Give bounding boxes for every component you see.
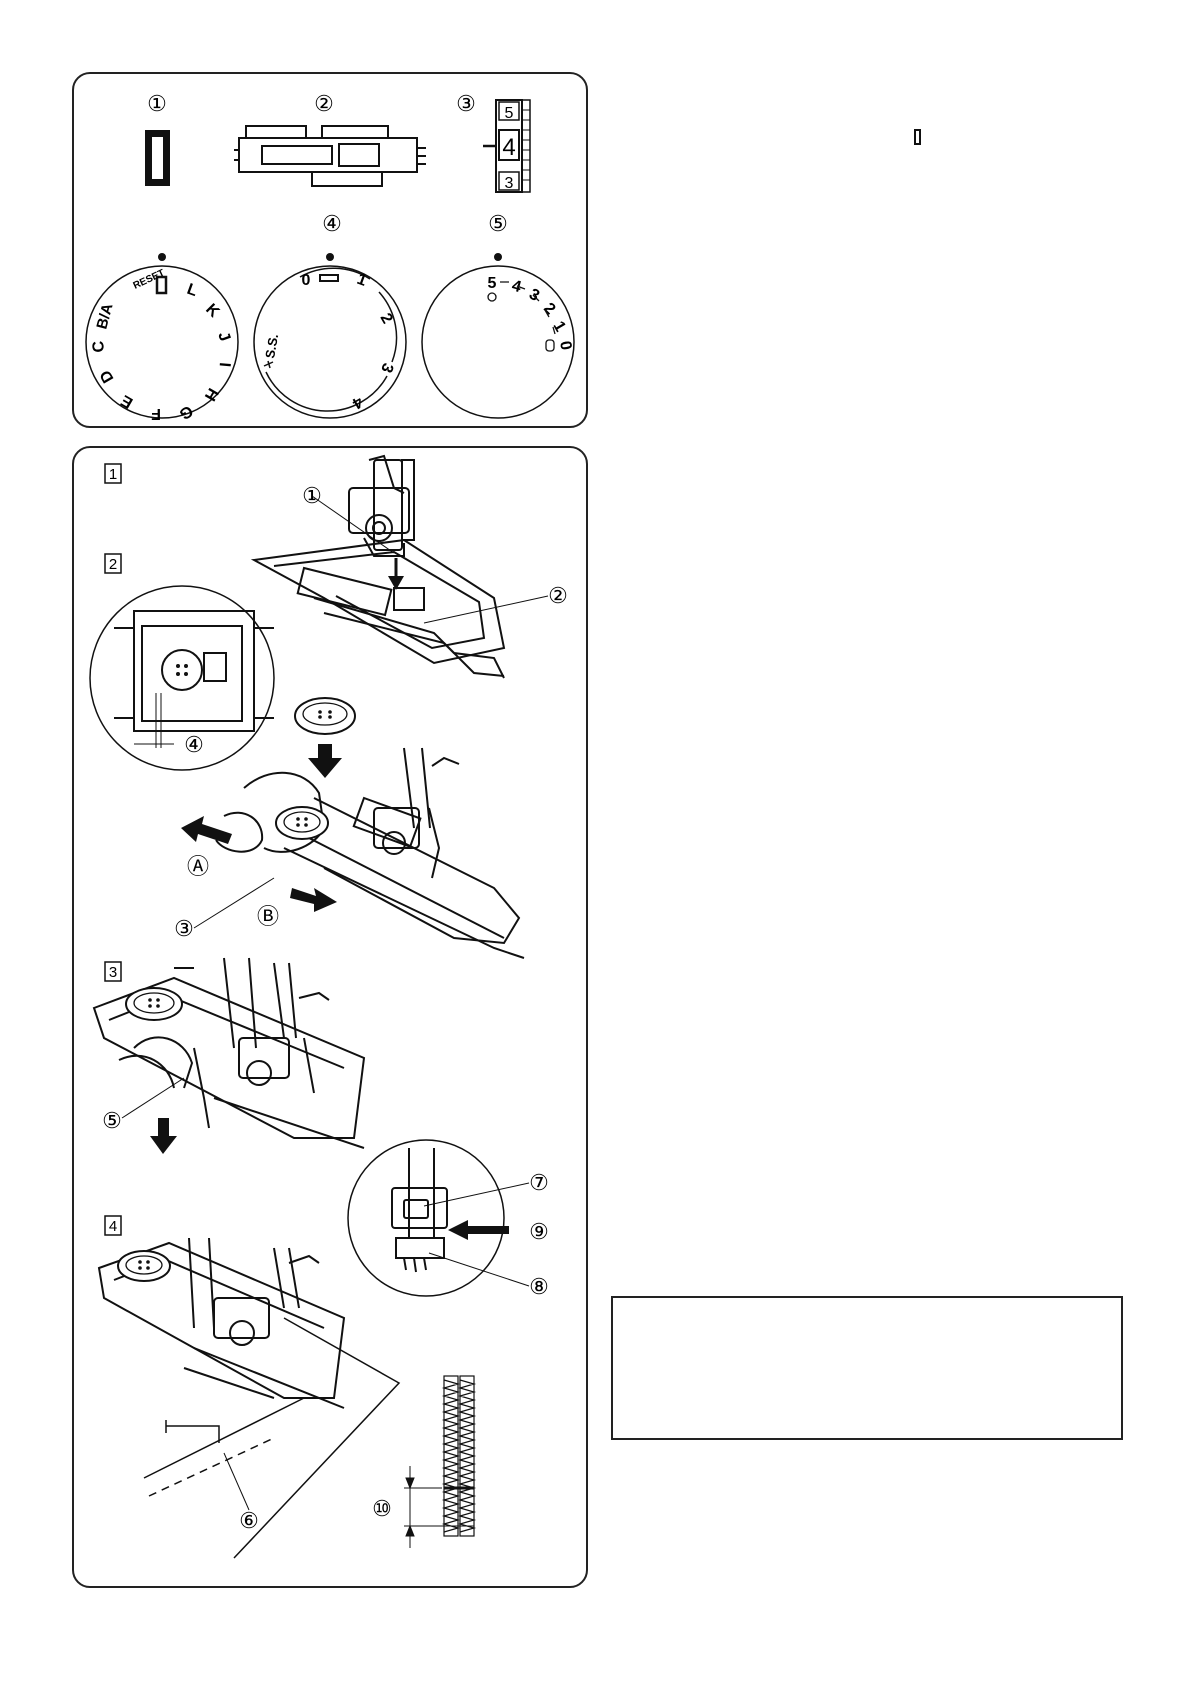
dial-letter-h: H — [201, 385, 222, 404]
length-label-0: 0 — [556, 340, 574, 352]
finished-buttonhole-stitch-icon — [441, 1375, 477, 1537]
callout-main-8: ⑧ — [529, 1274, 549, 1299]
insert-arrow-icon — [308, 758, 342, 778]
buttonhole-setting-icon — [155, 275, 168, 295]
width-label-2: 2 — [377, 311, 396, 327]
step-marker-1: 1 — [104, 463, 122, 484]
presser-foot-holder-drawing — [348, 454, 415, 557]
lowering-lever-drawing — [92, 957, 366, 1149]
button-step3-drawing — [125, 987, 183, 1021]
button-drawing — [294, 697, 356, 735]
dial-letter-k: K — [202, 301, 223, 322]
detail-left-arrow-icon — [448, 1220, 468, 1240]
lever-magnified-view — [347, 1139, 505, 1297]
svg-text:3: 3 — [109, 964, 117, 981]
callout-main-2: ② — [548, 583, 568, 608]
callout-5: ⑤ — [488, 211, 508, 236]
steps-illustration: 1 2 3 4 — [89, 454, 568, 1559]
callout-main-1: ① — [302, 483, 322, 508]
steps-illustration-panel: 1 2 3 4 — [72, 446, 588, 1588]
stitch-length-dial: 5 4 3 2 1 0 — [421, 253, 575, 419]
width-label-1: 1 — [355, 271, 369, 290]
svg-text:1: 1 — [109, 466, 117, 483]
insert-arrow-shaft — [318, 744, 332, 760]
svg-text:4: 4 — [109, 1218, 117, 1235]
settings-illustration-panel: ① ② ③ ④ ⑤ — [72, 72, 588, 428]
dial-letter-ba: B/A — [93, 302, 116, 332]
button-in-holder-drawing — [275, 806, 329, 840]
callout-1: ① — [147, 91, 167, 116]
pattern-selector-dial: RESET L K J I H G F E D C B/A — [85, 253, 239, 423]
hand-adjusting-holder-drawing — [215, 747, 525, 959]
length-label-4: 4 — [510, 277, 523, 296]
callout-main-3: ③ — [174, 916, 194, 941]
stitch-scale-icon: 5 4 3 — [483, 99, 531, 193]
settings-illustration: ① ② ③ ④ ⑤ — [85, 91, 575, 423]
step-marker-2: 2 — [104, 553, 122, 574]
length-label-5: 5 — [488, 275, 497, 292]
dial-letter-c: C — [90, 340, 108, 353]
lever-down-arrow-icon — [150, 1136, 177, 1154]
scale-number-bottom: 3 — [505, 175, 514, 192]
dial-letter-f: F — [151, 405, 161, 422]
callout-main-4: ④ — [184, 732, 204, 757]
callout-main-7: ⑦ — [529, 1170, 549, 1195]
width-label-4: 4 — [349, 393, 365, 412]
fabric-drawing — [143, 1317, 401, 1559]
note-box — [611, 1296, 1123, 1440]
stitch-width-dial: 0 1 2 3 4 S.S. — [253, 253, 407, 419]
width-label-0: 0 — [302, 272, 311, 289]
callout-2: ② — [314, 91, 334, 116]
callout-4: ④ — [322, 211, 342, 236]
down-arrow-icon — [388, 576, 404, 590]
callout-main-9: ⑨ — [529, 1219, 549, 1244]
button-holder-magnified-view — [89, 585, 275, 771]
step-marker-3: 3 — [104, 961, 122, 982]
ss-label: S.S. — [262, 333, 281, 360]
width-label-3: 3 — [377, 361, 396, 375]
detail-arrow-shaft — [464, 1226, 509, 1234]
dial-letter-j: J — [214, 330, 233, 344]
dial-letter-i: I — [216, 362, 233, 368]
button-step4-drawing — [117, 1250, 171, 1282]
scale-number-top: 5 — [505, 105, 514, 122]
length-label-2: 2 — [540, 300, 558, 318]
length-label-1: 1 — [550, 319, 569, 335]
label-b: Ⓑ — [257, 904, 279, 929]
buttonhole-foot-icon — [234, 125, 426, 187]
callout-main-5: ⑤ — [102, 1108, 122, 1133]
label-a: Ⓐ — [187, 854, 209, 879]
callout-main-10: ⑩ — [372, 1496, 392, 1521]
callout-main-6: ⑥ — [239, 1508, 259, 1533]
buttonhole-foot-drawing — [250, 538, 506, 679]
dial-letter-d: D — [97, 367, 118, 386]
direction-arrow-a-icon — [181, 816, 232, 844]
buttonhole-symbol-icon — [914, 129, 921, 145]
length-dimension-marker — [404, 1466, 474, 1548]
dial-letter-e: E — [118, 391, 136, 411]
reset-label: RESET — [132, 268, 167, 292]
dial-letter-g: G — [176, 402, 195, 423]
callout-3: ③ — [456, 91, 476, 116]
direction-arrow-b-icon — [290, 888, 337, 912]
dial-letter-l: L — [185, 281, 200, 300]
svg-text:2: 2 — [109, 556, 117, 573]
buttonhole-pattern-icon — [145, 130, 170, 186]
scale-number-middle: 4 — [502, 134, 515, 161]
step-marker-4: 4 — [104, 1215, 122, 1236]
lever-arrow-shaft — [158, 1118, 169, 1138]
